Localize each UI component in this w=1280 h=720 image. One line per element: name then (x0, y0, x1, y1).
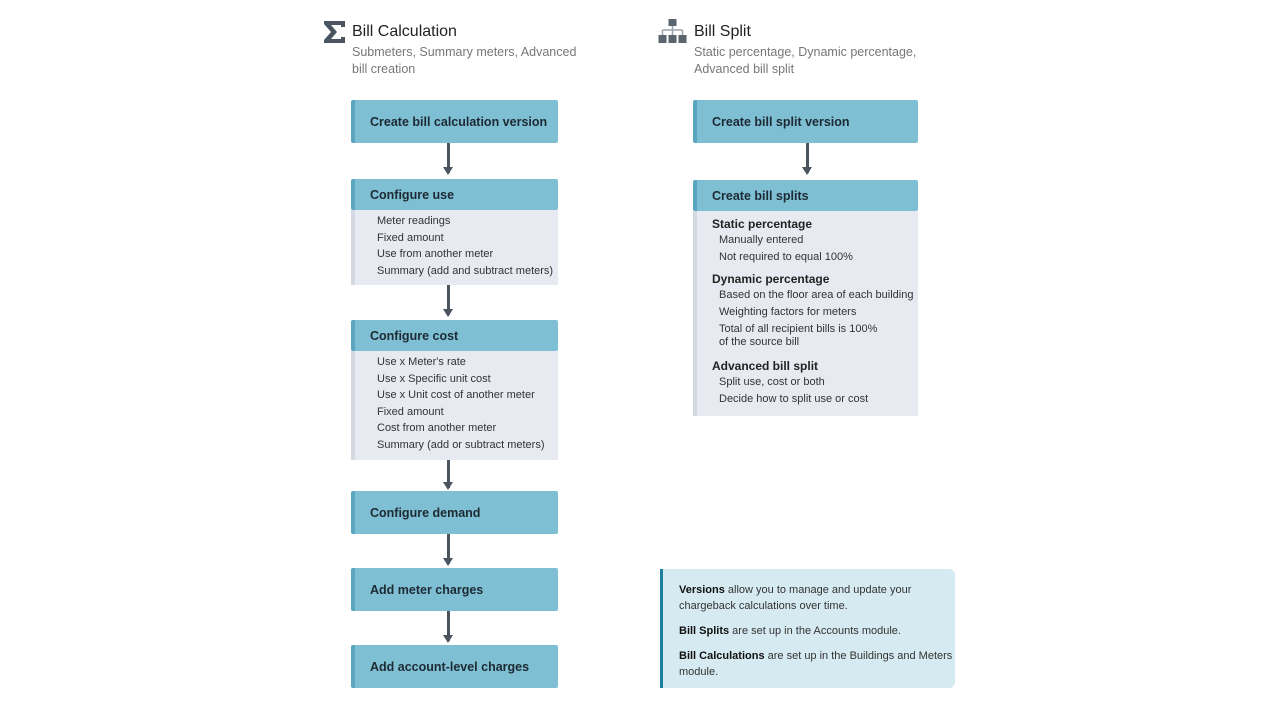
arrow-down-icon (443, 460, 453, 490)
arrow-down-icon (443, 143, 453, 175)
arrow-down-icon (443, 534, 453, 566)
list-item: Total of all recipient bills is 100% of … (719, 323, 878, 348)
note-versions: Versions allow you to manage and update … (679, 582, 955, 614)
step-configure-demand: Configure demand (351, 491, 558, 534)
configure-use-details: Meter readings Fixed amount Use from ano… (351, 210, 558, 285)
list-item: Not required to equal 100% (719, 251, 853, 263)
step-create-bill-split-version: Create bill split version (693, 100, 918, 143)
create-bill-splits-details: Static percentage Manually entered Not r… (693, 211, 918, 416)
bill-calculation-title: Bill Calculation (352, 23, 457, 40)
group-heading: Advanced bill split (712, 359, 819, 373)
note-text: are set up in the Buildings and Meters m… (679, 650, 953, 678)
step-add-meter-charges: Add meter charges (351, 568, 558, 611)
step-configure-cost: Configure cost (351, 320, 558, 351)
list-item: Based on the floor area of each building (719, 289, 914, 301)
list-item: Manually entered (719, 234, 804, 246)
arrow-down-icon (802, 143, 812, 175)
list-item: Decide how to split use or cost (719, 393, 869, 405)
note-bill-splits: Bill Splits are set up in the Accounts m… (679, 623, 955, 639)
list-item: Meter readings (377, 215, 451, 227)
hierarchy-icon (658, 19, 687, 43)
note-bill-calculations: Bill Calculations are set up in the Buil… (679, 648, 955, 680)
step-configure-use: Configure use (351, 179, 558, 210)
note-bold: Bill Splits (679, 625, 730, 637)
group-heading: Static percentage (712, 217, 813, 231)
list-item: Split use, cost or both (719, 376, 825, 388)
group-heading: Dynamic percentage (712, 272, 830, 286)
note-text: allow you to manage and update your char… (679, 584, 912, 612)
list-item: Weighting factors for meters (719, 306, 857, 318)
list-item: Use from another meter (377, 248, 494, 260)
note-bold: Bill Calculations (679, 650, 765, 662)
list-item: Summary (add or subtract meters) (377, 438, 545, 451)
list-item: Fixed amount (377, 231, 444, 244)
bill-split-title: Bill Split (694, 23, 751, 40)
list-item: Use x Specific unit cost (377, 372, 491, 385)
info-note: Versions allow you to manage and update … (660, 569, 955, 688)
list-item: Use x Unit cost of another meter (377, 389, 535, 401)
arrow-down-icon (443, 285, 453, 317)
note-bold: Versions (679, 584, 725, 596)
configure-cost-details: Use x Meter's rate Use x Specific unit c… (351, 351, 558, 460)
bill-calculation-subtitle: Submeters, Summary meters, Advanced bill… (352, 45, 577, 76)
bill-split-subtitle: Static percentage, Dynamic percentage, A… (694, 45, 917, 76)
step-create-bill-calculation-version: Create bill calculation version (351, 100, 558, 143)
step-create-bill-splits: Create bill splits (693, 180, 918, 211)
list-item: Use x Meter's rate (377, 356, 466, 368)
step-add-account-level-charges: Add account-level charges (351, 645, 558, 688)
sigma-icon (324, 21, 345, 43)
list-item: Summary (add and subtract meters) (377, 264, 554, 277)
list-item: Fixed amount (377, 405, 444, 418)
note-text: are set up in the Accounts module. (729, 625, 901, 637)
list-item: Cost from another meter (377, 422, 497, 434)
arrow-down-icon (443, 611, 453, 643)
